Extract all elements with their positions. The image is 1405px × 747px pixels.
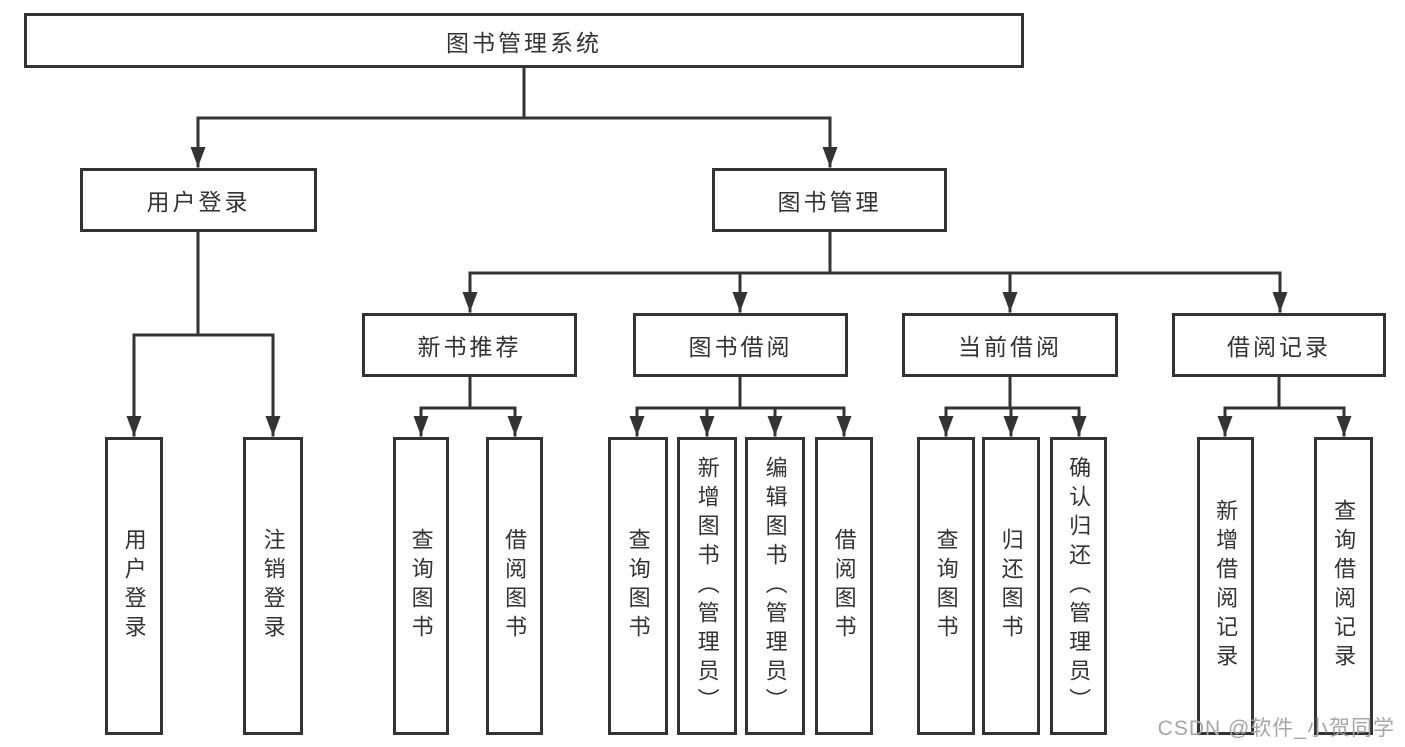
node-borrow-records-label: 借阅记录 (1227, 334, 1331, 360)
leaf-edit-book-admin: 编辑图书（管理员） (745, 437, 805, 735)
leaf-query-books-2: 查询图书 (608, 437, 668, 735)
leaf-add-book-admin-label: 新增图书（管理员） (694, 455, 720, 717)
leaf-logout: 注销登录 (243, 437, 303, 735)
leaf-borrow-books-1-label: 借阅图书 (502, 528, 528, 644)
node-new-book-recommend-label: 新书推荐 (417, 334, 522, 360)
node-root: 图书管理系统 (24, 13, 1024, 68)
node-current-borrow-label: 当前借阅 (958, 334, 1062, 360)
leaf-confirm-return-admin: 确认归还（管理员） (1050, 437, 1107, 735)
leaf-add-borrow-record: 新增借阅记录 (1197, 437, 1254, 735)
node-new-book-recommend: 新书推荐 (362, 313, 577, 377)
leaf-add-book-admin: 新增图书（管理员） (677, 437, 737, 735)
node-book-borrow-label: 图书借阅 (688, 334, 793, 360)
leaf-query-borrow-record: 查询借阅记录 (1314, 437, 1373, 735)
node-book-management-label: 图书管理 (777, 189, 882, 215)
leaf-query-books-3-label: 查询图书 (933, 528, 959, 644)
leaf-return-book-label: 归还图书 (998, 528, 1024, 644)
leaf-user-login-label: 用户登录 (121, 528, 147, 644)
node-book-borrow: 图书借阅 (633, 313, 848, 377)
leaf-query-borrow-record-label: 查询借阅记录 (1331, 499, 1357, 673)
leaf-query-books-2-label: 查询图书 (625, 528, 651, 644)
leaf-logout-label: 注销登录 (260, 528, 286, 644)
leaf-return-book: 归还图书 (982, 437, 1040, 735)
node-current-borrow: 当前借阅 (902, 313, 1118, 377)
leaf-borrow-books-2: 借阅图书 (815, 437, 873, 735)
csdn-watermark: CSDN @软件_小贺同学 (1157, 717, 1395, 740)
leaf-edit-book-admin-label: 编辑图书（管理员） (762, 455, 788, 717)
node-root-label: 图书管理系统 (446, 29, 602, 56)
node-user-login: 用户登录 (80, 168, 317, 232)
leaf-query-books-1-label: 查询图书 (408, 528, 434, 644)
node-borrow-records: 借阅记录 (1172, 313, 1386, 377)
leaf-user-login: 用户登录 (105, 437, 163, 735)
leaf-borrow-books-1: 借阅图书 (486, 437, 543, 735)
leaf-confirm-return-admin-label: 确认归还（管理员） (1066, 455, 1092, 717)
node-book-management: 图书管理 (712, 168, 947, 232)
leaf-query-books-1: 查询图书 (393, 437, 449, 735)
node-user-login-label: 用户登录 (146, 189, 251, 215)
leaf-query-books-3: 查询图书 (917, 437, 975, 735)
leaf-borrow-books-2-label: 借阅图书 (831, 528, 857, 644)
leaf-add-borrow-record-label: 新增借阅记录 (1213, 499, 1239, 673)
